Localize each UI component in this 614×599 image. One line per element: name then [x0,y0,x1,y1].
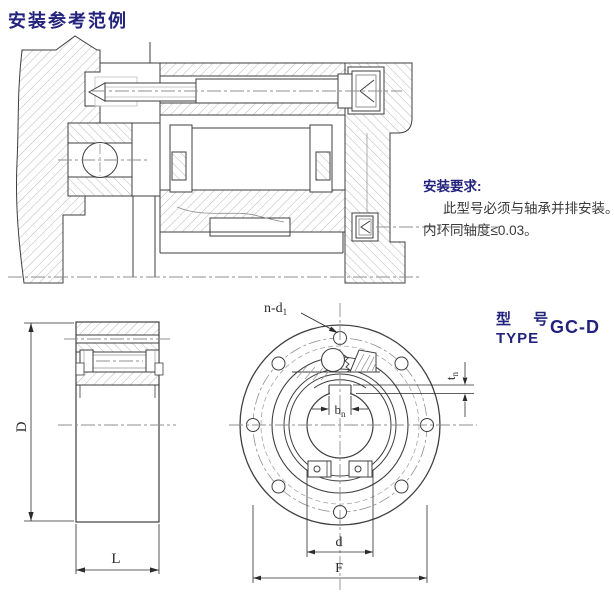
install-note-heading: 安装要求: [423,179,482,194]
dim-label-tn: tn [443,371,460,380]
set-screw [355,215,374,239]
type-label-en: TYPE [496,330,540,347]
dimension-n-d1: n-d1 [264,301,338,333]
install-note-line2: 内环同轴度≤0.03。 [423,223,538,238]
dimension-bn: bn [312,396,368,419]
section-view-assembly [8,35,500,284]
dimension-F: F [252,505,428,583]
install-note-line1: 此型号必须与轴承并排安装。 [443,201,614,216]
clutch-lower-body [159,114,346,254]
mounting-bolt [87,70,381,112]
dim-label-n-d1: n-d1 [264,301,287,317]
sprag-mechanism [292,347,380,381]
side-view-centerlines [58,338,176,426]
install-note: 安装要求: 此型号必须与轴承并排安装。 内环同轴度≤0.03。 [423,176,614,242]
type-label-cn: 型 号 [496,311,558,328]
ball-bearing [67,122,133,197]
dimension-D: D [14,322,74,522]
bolt-tip [87,82,106,102]
type-model-value: GC-D [550,317,600,337]
dimension-L: L [75,524,160,574]
dimension-d: d [306,470,374,557]
spacer-sleeve [131,122,161,277]
cage-rivet-blocks [307,460,373,478]
front-view [229,303,477,590]
page-title: 安装参考范例 [8,11,128,31]
type-block: 型 号 TYPE GC-D [494,308,614,356]
top-view-centerlines [8,90,500,278]
dim-label-bn: bn [335,402,347,419]
dim-label-d: d [336,535,343,550]
front-view-centerlines [229,303,477,590]
housing-section [15,35,160,284]
spring-zigzag [343,354,351,373]
roller [320,347,346,373]
dim-label-F: F [335,561,343,576]
dimension-tn: tn [353,362,474,417]
side-view [58,321,176,523]
dim-label-L: L [111,551,120,567]
dim-label-D: D [14,421,30,432]
dimensions: D L n-d1 bn [14,301,474,583]
